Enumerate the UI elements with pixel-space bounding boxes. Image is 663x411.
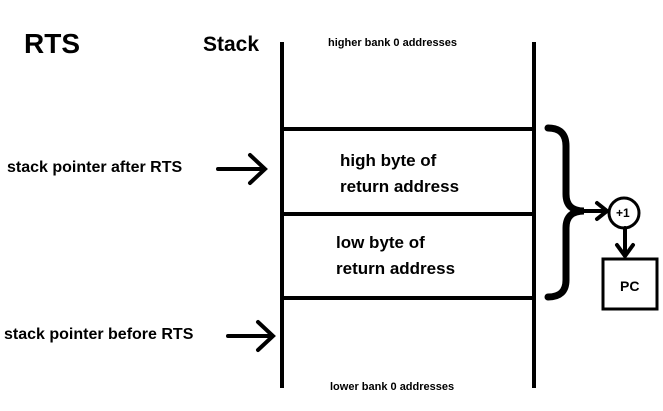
stack-label: Stack: [203, 33, 260, 56]
brace-to-increment-arrow: [582, 201, 611, 221]
pc-label: PC: [620, 278, 640, 294]
cell-line: low byte of: [336, 233, 425, 252]
diagram-title: RTS: [24, 28, 80, 59]
increment-label: +1: [616, 206, 630, 220]
after-pointer-arrow: [216, 153, 268, 185]
increment-to-pc-arrow: [615, 226, 635, 260]
before-pointer-arrow: [226, 320, 276, 352]
higher-addresses-label: higher bank 0 addresses: [328, 37, 457, 49]
stack-cell-high-byte: high byte of return address: [340, 148, 459, 200]
lower-addresses-label: lower bank 0 addresses: [330, 381, 455, 393]
curly-brace: [544, 124, 585, 301]
pointer-before-label: stack pointer before RTS: [4, 326, 194, 343]
stack-cell-low-byte: low byte of return address: [336, 230, 455, 282]
cell-line: return address: [336, 259, 456, 278]
pc-box: [601, 257, 659, 311]
pointer-after-label: stack pointer after RTS: [7, 159, 183, 176]
cell-line: return address: [340, 177, 460, 196]
cell-line: high byte of: [340, 151, 437, 170]
